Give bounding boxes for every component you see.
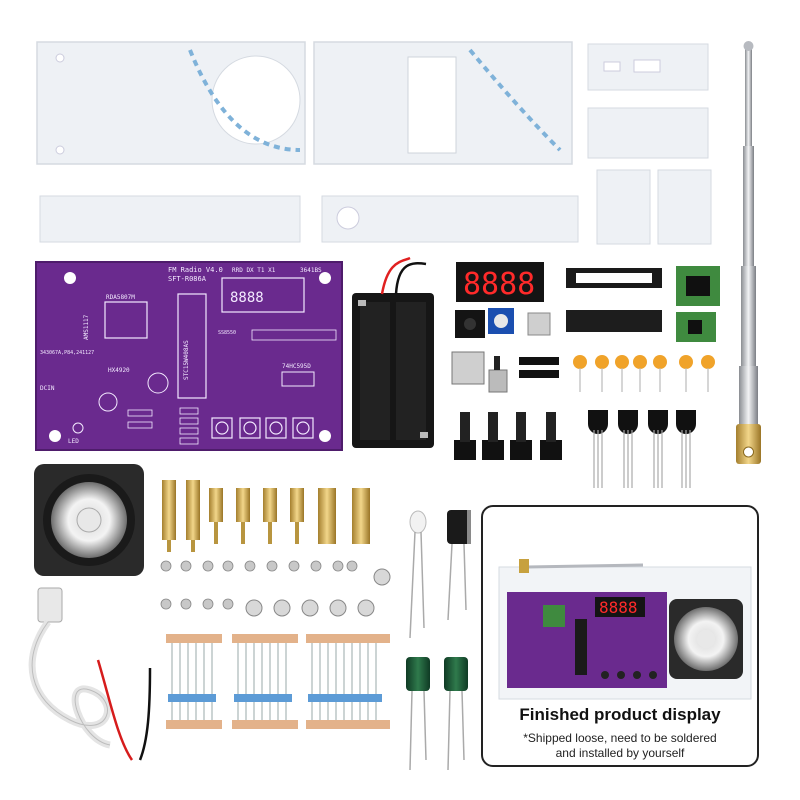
pcb-driver-label: 74HC595D: [282, 363, 311, 370]
potentiometer: [488, 308, 514, 334]
transistors: [588, 410, 696, 488]
pcb-module-label: RDA5807M: [106, 294, 135, 301]
pcb-led-label: LED: [68, 438, 79, 445]
acrylic-side-small-1: [587, 43, 709, 91]
battery-holder: [352, 256, 434, 448]
pcb-button-pads: [211, 417, 314, 439]
adapter-board: [676, 312, 716, 342]
dc-jack: [527, 312, 551, 336]
pcb-regulator-label: AMS1117: [83, 314, 90, 340]
pcb-amp-label: HX4920: [108, 367, 130, 374]
finished-product-panel: 8888 Finished product display *Shipped l…: [481, 505, 759, 767]
usb-socket: [451, 351, 485, 385]
audio-jack: [455, 310, 485, 338]
pcb-title-2: SFT-R086A: [168, 275, 207, 283]
pcb-usb-label: DCIN: [40, 385, 55, 392]
pcb-digit-outline: 8888: [230, 290, 264, 306]
tact-buttons: [454, 412, 562, 460]
pcb-title-1: FM Radio V4.0: [168, 266, 223, 274]
finished-product-title: Finished product display: [519, 705, 721, 724]
acrylic-side-right: [321, 195, 579, 243]
pcb-small-label: SS8550: [218, 330, 236, 336]
finished-display-digits: 8888: [599, 598, 638, 617]
hex-nuts: [245, 568, 391, 617]
acrylic-spacer-blocks: [596, 169, 712, 245]
electrolytic-capacitors-small: [406, 657, 468, 771]
mcu-chip: [566, 310, 662, 332]
fm-module: [676, 266, 720, 306]
pcb-chip-label: STC15W408AS: [183, 340, 190, 380]
slide-switch: [488, 356, 508, 393]
finished-product-image: 8888: [498, 559, 752, 700]
screws: [160, 560, 358, 610]
pcb-bottom-code: 343067A,P84,241127: [40, 350, 94, 356]
speaker: [34, 464, 144, 576]
clear-led: [409, 510, 427, 639]
pcb-board: FM Radio V4.0 SFT-R086A RRD DX T1 X1 364…: [35, 261, 343, 451]
acrylic-back-panel: [313, 41, 573, 165]
acrylic-side-small-2: [587, 107, 709, 159]
finished-note-line-2: and installed by yourself: [555, 746, 685, 760]
resistor-strips: [166, 634, 390, 729]
wire-pair: [96, 659, 152, 761]
acrylic-side-left: [39, 195, 301, 243]
pcb-led-row: [251, 329, 337, 341]
seven-segment-display: 8888: [456, 262, 544, 302]
pcb-segment-label: 3641BS: [300, 267, 322, 274]
finished-note-line-1: *Shipped loose, need to be soldered: [523, 731, 717, 745]
pcb-resistor-pads: [127, 407, 199, 445]
telescopic-antenna: [736, 41, 761, 464]
finished-product-note: *Shipped loose, need to be soldered and …: [483, 731, 757, 761]
pcb-code-top: RRD DX T1 X1: [232, 267, 276, 274]
pin-header: [519, 357, 559, 378]
usb-cable: [28, 587, 111, 749]
ic-socket: [566, 268, 662, 288]
brass-standoffs: [162, 480, 370, 552]
display-digits: 8888: [463, 267, 535, 302]
electrolytic-capacitor-large: [447, 510, 471, 621]
acrylic-front-panel: [36, 41, 306, 165]
ceramic-capacitors: [573, 355, 715, 392]
